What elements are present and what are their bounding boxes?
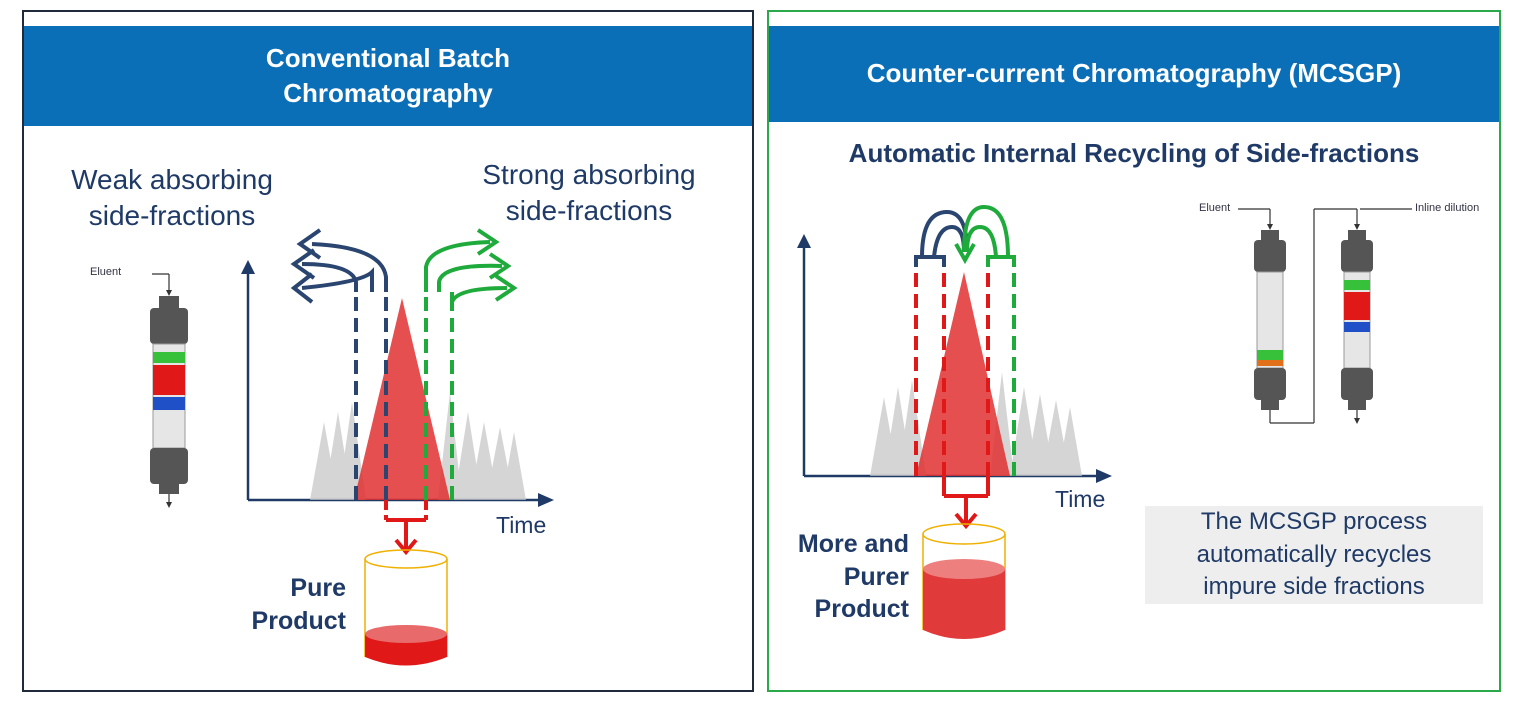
more-purer-product-label: More and Purer Product [773,528,909,626]
time-axis-label: Time [496,512,547,538]
product-line2: Product [251,606,346,635]
recycle-arcs-green [954,204,1016,267]
time-axis-label-right: Time [1055,486,1106,512]
eluent-label-right: Eluent [1199,202,1231,214]
note-line1: The MCSGP process [1200,508,1428,536]
mcsgp-header: Counter-current Chromatography (MCSGP) [769,26,1499,122]
mcsgp-subtitle: Automatic Internal Recycling of Side-fra… [848,138,1420,168]
weak-label-line2: side-fractions [88,200,256,232]
product-beaker-right [922,523,1006,639]
mcsgp-panel: Counter-current Chromatography (MCSGP) A… [767,10,1501,692]
batch-title-line2: Chromatography [283,78,493,108]
inline-dilution-label: Inline dilution [1415,202,1480,214]
strong-label-line1: Strong absorbing [482,159,696,190]
recycle-cut-lines [914,267,990,476]
weak-fractions-label: Weak absorbing side-fractions [52,162,292,235]
note-line3: impure side fractions [1203,573,1425,601]
product-line2-right: Purer [843,562,909,591]
weak-fraction-cuts [290,228,388,500]
recycle-arcs-blue [914,209,969,267]
twin-column-icon [1238,208,1412,424]
pure-product-label: Pure Product [220,572,346,637]
strong-label-line2: side-fractions [505,195,673,227]
product-peak-right [916,272,1010,476]
product-collection-line-right [942,476,990,530]
note-line2: automatically recycles [1196,540,1432,568]
batch-diagram [150,228,554,666]
batch-panel: Conventional Batch Chromatography Weak a… [22,10,754,692]
strong-fraction-cuts [424,228,518,500]
product-collection-line [384,500,428,556]
product-line1-right: More and [797,530,909,558]
product-peak [354,298,450,500]
eluent-label: Eluent [90,266,122,278]
mcsgp-note: The MCSGP process automatically recycles… [1145,506,1483,604]
strong-fractions-label: Strong absorbing side-fractions [454,157,724,230]
mcsgp-diagram [797,204,1412,639]
product-line3-right: Product [814,595,909,623]
batch-title-line1: Conventional Batch [265,42,511,73]
product-line1: Pure [290,574,346,602]
weak-label-line1: Weak absorbing [71,164,273,195]
impurity-peaks [310,392,526,500]
mcsgp-title: Counter-current Chromatography (MCSGP) [866,58,1402,89]
batch-header: Conventional Batch Chromatography [24,26,752,126]
column-icon [150,273,188,508]
product-beaker [364,549,448,666]
